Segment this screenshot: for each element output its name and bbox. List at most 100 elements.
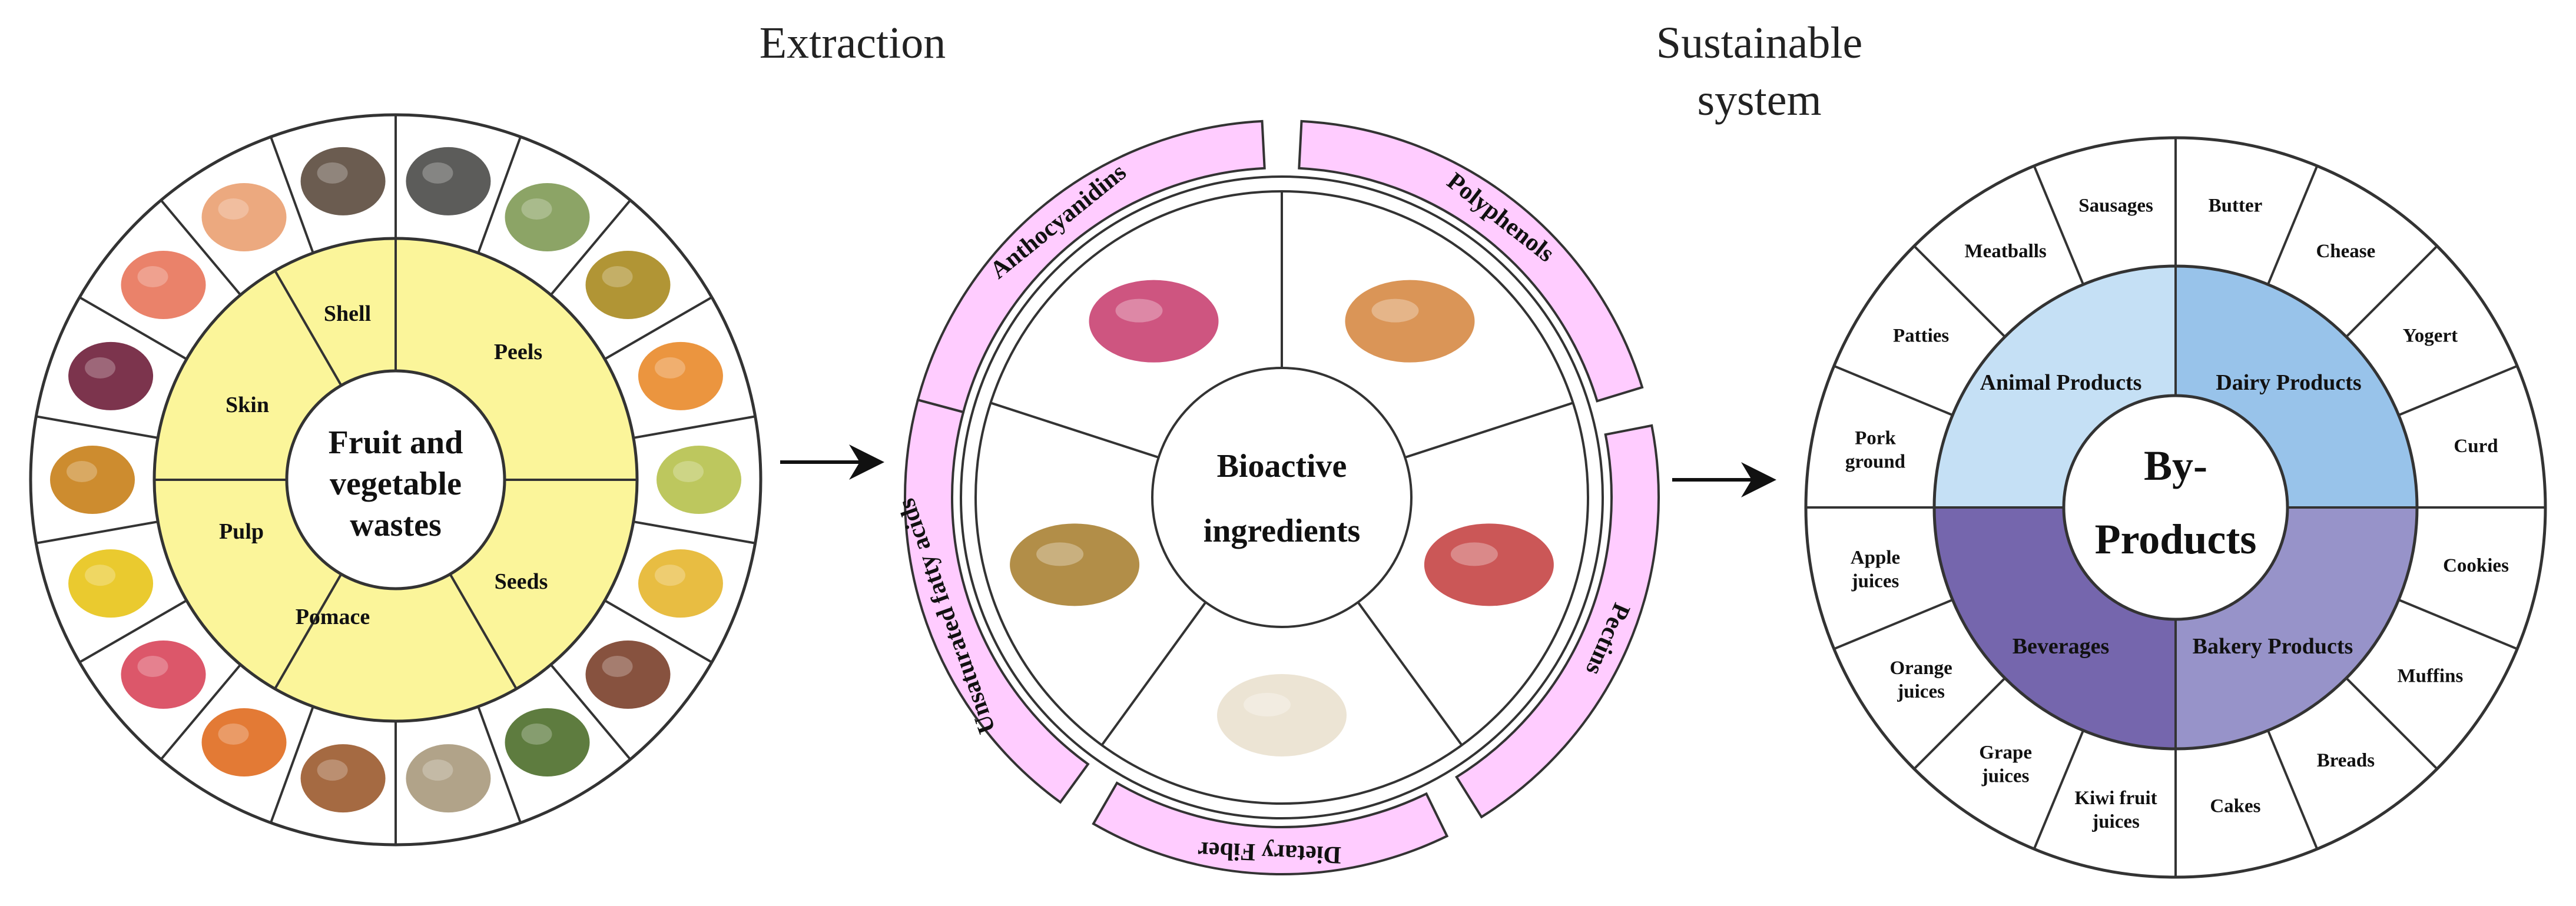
left-label-seeds: Seeds [495, 569, 548, 594]
right-center-text-line1: By- [2144, 442, 2207, 489]
right-item-breads: Breads [2317, 750, 2375, 771]
left-spoke [36, 520, 158, 545]
left-spoke [550, 199, 632, 296]
mid-ring-outer-border [960, 175, 1604, 819]
waste-photo-icon [50, 446, 135, 514]
mid-spoke [1357, 601, 1463, 746]
right-item-cakes: Cakes [2210, 796, 2260, 817]
waste-photo-icon [657, 446, 741, 514]
mid-band-unsaturated-fatty-acids [904, 398, 1090, 804]
right-item-yogert: Yogert [2403, 326, 2458, 347]
waste-photo-icon [201, 708, 287, 777]
right-spoke [2398, 599, 2518, 651]
mid-band-dietary-fiber [1092, 781, 1449, 876]
waste-photo-icon [68, 341, 154, 410]
fruit-jelly-icon [1424, 523, 1554, 606]
right-spoke [2033, 165, 2084, 285]
left-spoke [550, 663, 632, 761]
left-label-skin: Skin [226, 393, 269, 417]
waste-photo-icon [638, 549, 723, 618]
waste-photo-icon [300, 744, 386, 813]
waste-photo-icon [505, 182, 590, 251]
right-item-cookies: Cookies [2443, 555, 2509, 576]
right-spoke [1913, 677, 2006, 770]
left-center-text-line3: wastes [350, 507, 442, 543]
right-quadrant-label-beverages: Beverages [2013, 634, 2110, 659]
left-spoke [604, 296, 712, 360]
right-item-chease: Chease [2316, 241, 2375, 262]
right-item-curd: Curd [2454, 436, 2498, 457]
right-item-muffins: Muffins [2397, 665, 2463, 686]
right-spoke [2033, 730, 2084, 849]
left-spoke [79, 599, 187, 663]
mid-center-text-line1: Bioactive [1217, 448, 1347, 484]
right-item-butter: Butter [2209, 195, 2263, 217]
left-spoke [79, 296, 187, 360]
waste-photo-icon [121, 250, 206, 319]
vials-icon [1089, 280, 1219, 363]
left-spoke [160, 663, 241, 761]
right-quadrant-label-bakery-products: Bakery Products [2193, 634, 2353, 659]
waste-photo-icon [505, 708, 590, 777]
waste-photo-icon [201, 182, 287, 251]
left-center-text-line2: vegetable [330, 466, 462, 502]
waste-photo-icon [68, 549, 154, 618]
mid-band-polyphenols [1298, 120, 1644, 403]
waste-photo-icon [638, 341, 723, 410]
waste-photo-icon [585, 250, 671, 319]
waste-photo-icon [406, 147, 491, 215]
left-wheel: Fruit and vegetable wastes ShellPeelsSki… [29, 113, 762, 847]
mid-band-anthocyanidins [916, 120, 1266, 414]
right-item-meatballs: Meatballs [1964, 241, 2046, 262]
right-spoke [1913, 245, 2006, 338]
right-item-patties: Patties [1893, 326, 1949, 347]
title-sustainable-line2: system [1697, 75, 1821, 125]
fiber-bowl-icon [1217, 674, 1347, 756]
left-label-pomace: Pomace [296, 605, 370, 629]
left-spoke [633, 415, 755, 439]
right-spoke [2267, 165, 2319, 285]
right-quadrant-label-animal-products: Animal Products [1980, 370, 2142, 395]
oil-bottles-icon [1010, 523, 1140, 606]
mid-center-circle [1151, 367, 1413, 628]
right-spoke [2345, 677, 2438, 770]
left-label-peels: Peels [494, 340, 542, 364]
waste-photo-icon [121, 640, 206, 709]
left-label-shell: Shell [324, 301, 371, 326]
left-label-pulp: Pulp [219, 519, 264, 544]
right-spoke [1834, 599, 1953, 651]
right-center-text-line2: Products [2095, 516, 2257, 563]
right-quadrant-label-dairy-products: Dairy Products [2216, 370, 2361, 395]
mid-center-text-line2: ingredients [1204, 513, 1361, 549]
left-inner-ring-border [152, 237, 639, 723]
left-spoke [270, 706, 314, 824]
right-item-sausages: Sausages [2078, 195, 2153, 217]
left-spoke [633, 520, 755, 545]
waste-photo-icon [300, 147, 386, 215]
right-spoke [2267, 730, 2319, 849]
right-wheel: By- Products Animal Products Dairy Produc… [1804, 136, 2547, 879]
left-spoke [477, 706, 522, 824]
left-spoke [160, 199, 241, 296]
mid-spoke [1404, 401, 1574, 459]
right-spoke [1834, 364, 1953, 416]
left-spoke [604, 599, 712, 663]
waste-photo-icon [406, 744, 491, 813]
right-center-circle [2062, 394, 2289, 621]
waste-photo-icon [585, 640, 671, 709]
mid-band-pectins [1454, 424, 1660, 819]
right-spoke [2398, 364, 2518, 416]
mid-spoke [990, 401, 1159, 459]
title-extraction: Extraction [760, 18, 946, 68]
left-center-text-line1: Fruit and [329, 424, 463, 461]
mid-spoke [1100, 601, 1207, 746]
right-quad-border [1932, 264, 2419, 751]
left-spoke [270, 136, 314, 254]
right-spoke [2345, 245, 2438, 338]
